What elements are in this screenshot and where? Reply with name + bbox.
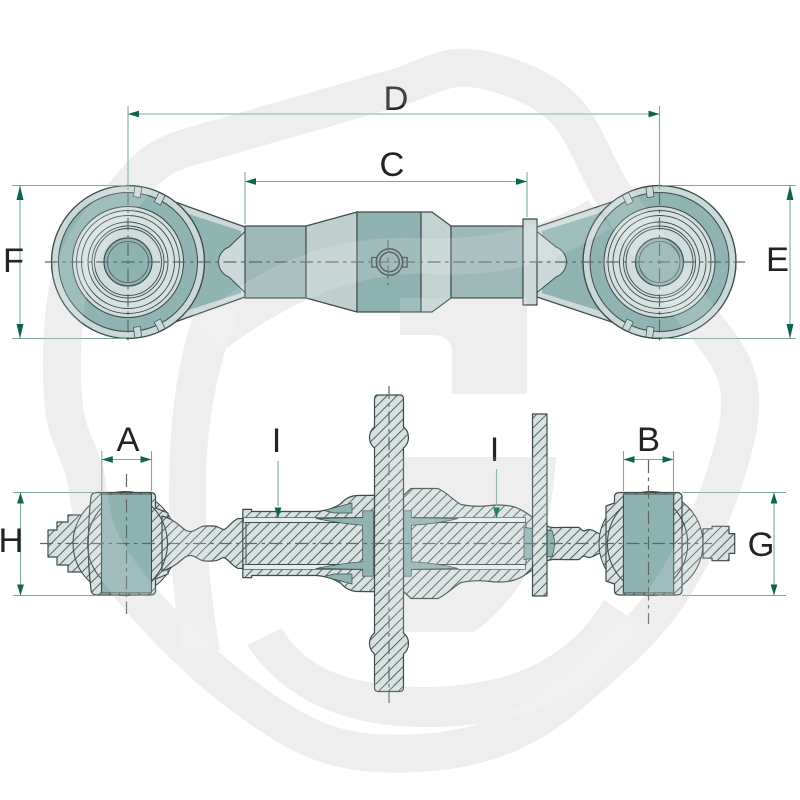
- svg-text:F: F: [3, 242, 24, 280]
- svg-text:E: E: [766, 241, 789, 279]
- svg-text:H: H: [0, 522, 23, 560]
- svg-text:A: A: [116, 421, 139, 459]
- svg-text:I: I: [490, 431, 500, 469]
- svg-text:G: G: [748, 526, 775, 564]
- svg-text:D: D: [384, 80, 409, 118]
- svg-text:B: B: [637, 421, 660, 459]
- svg-text:C: C: [380, 146, 405, 184]
- svg-text:I: I: [272, 422, 282, 460]
